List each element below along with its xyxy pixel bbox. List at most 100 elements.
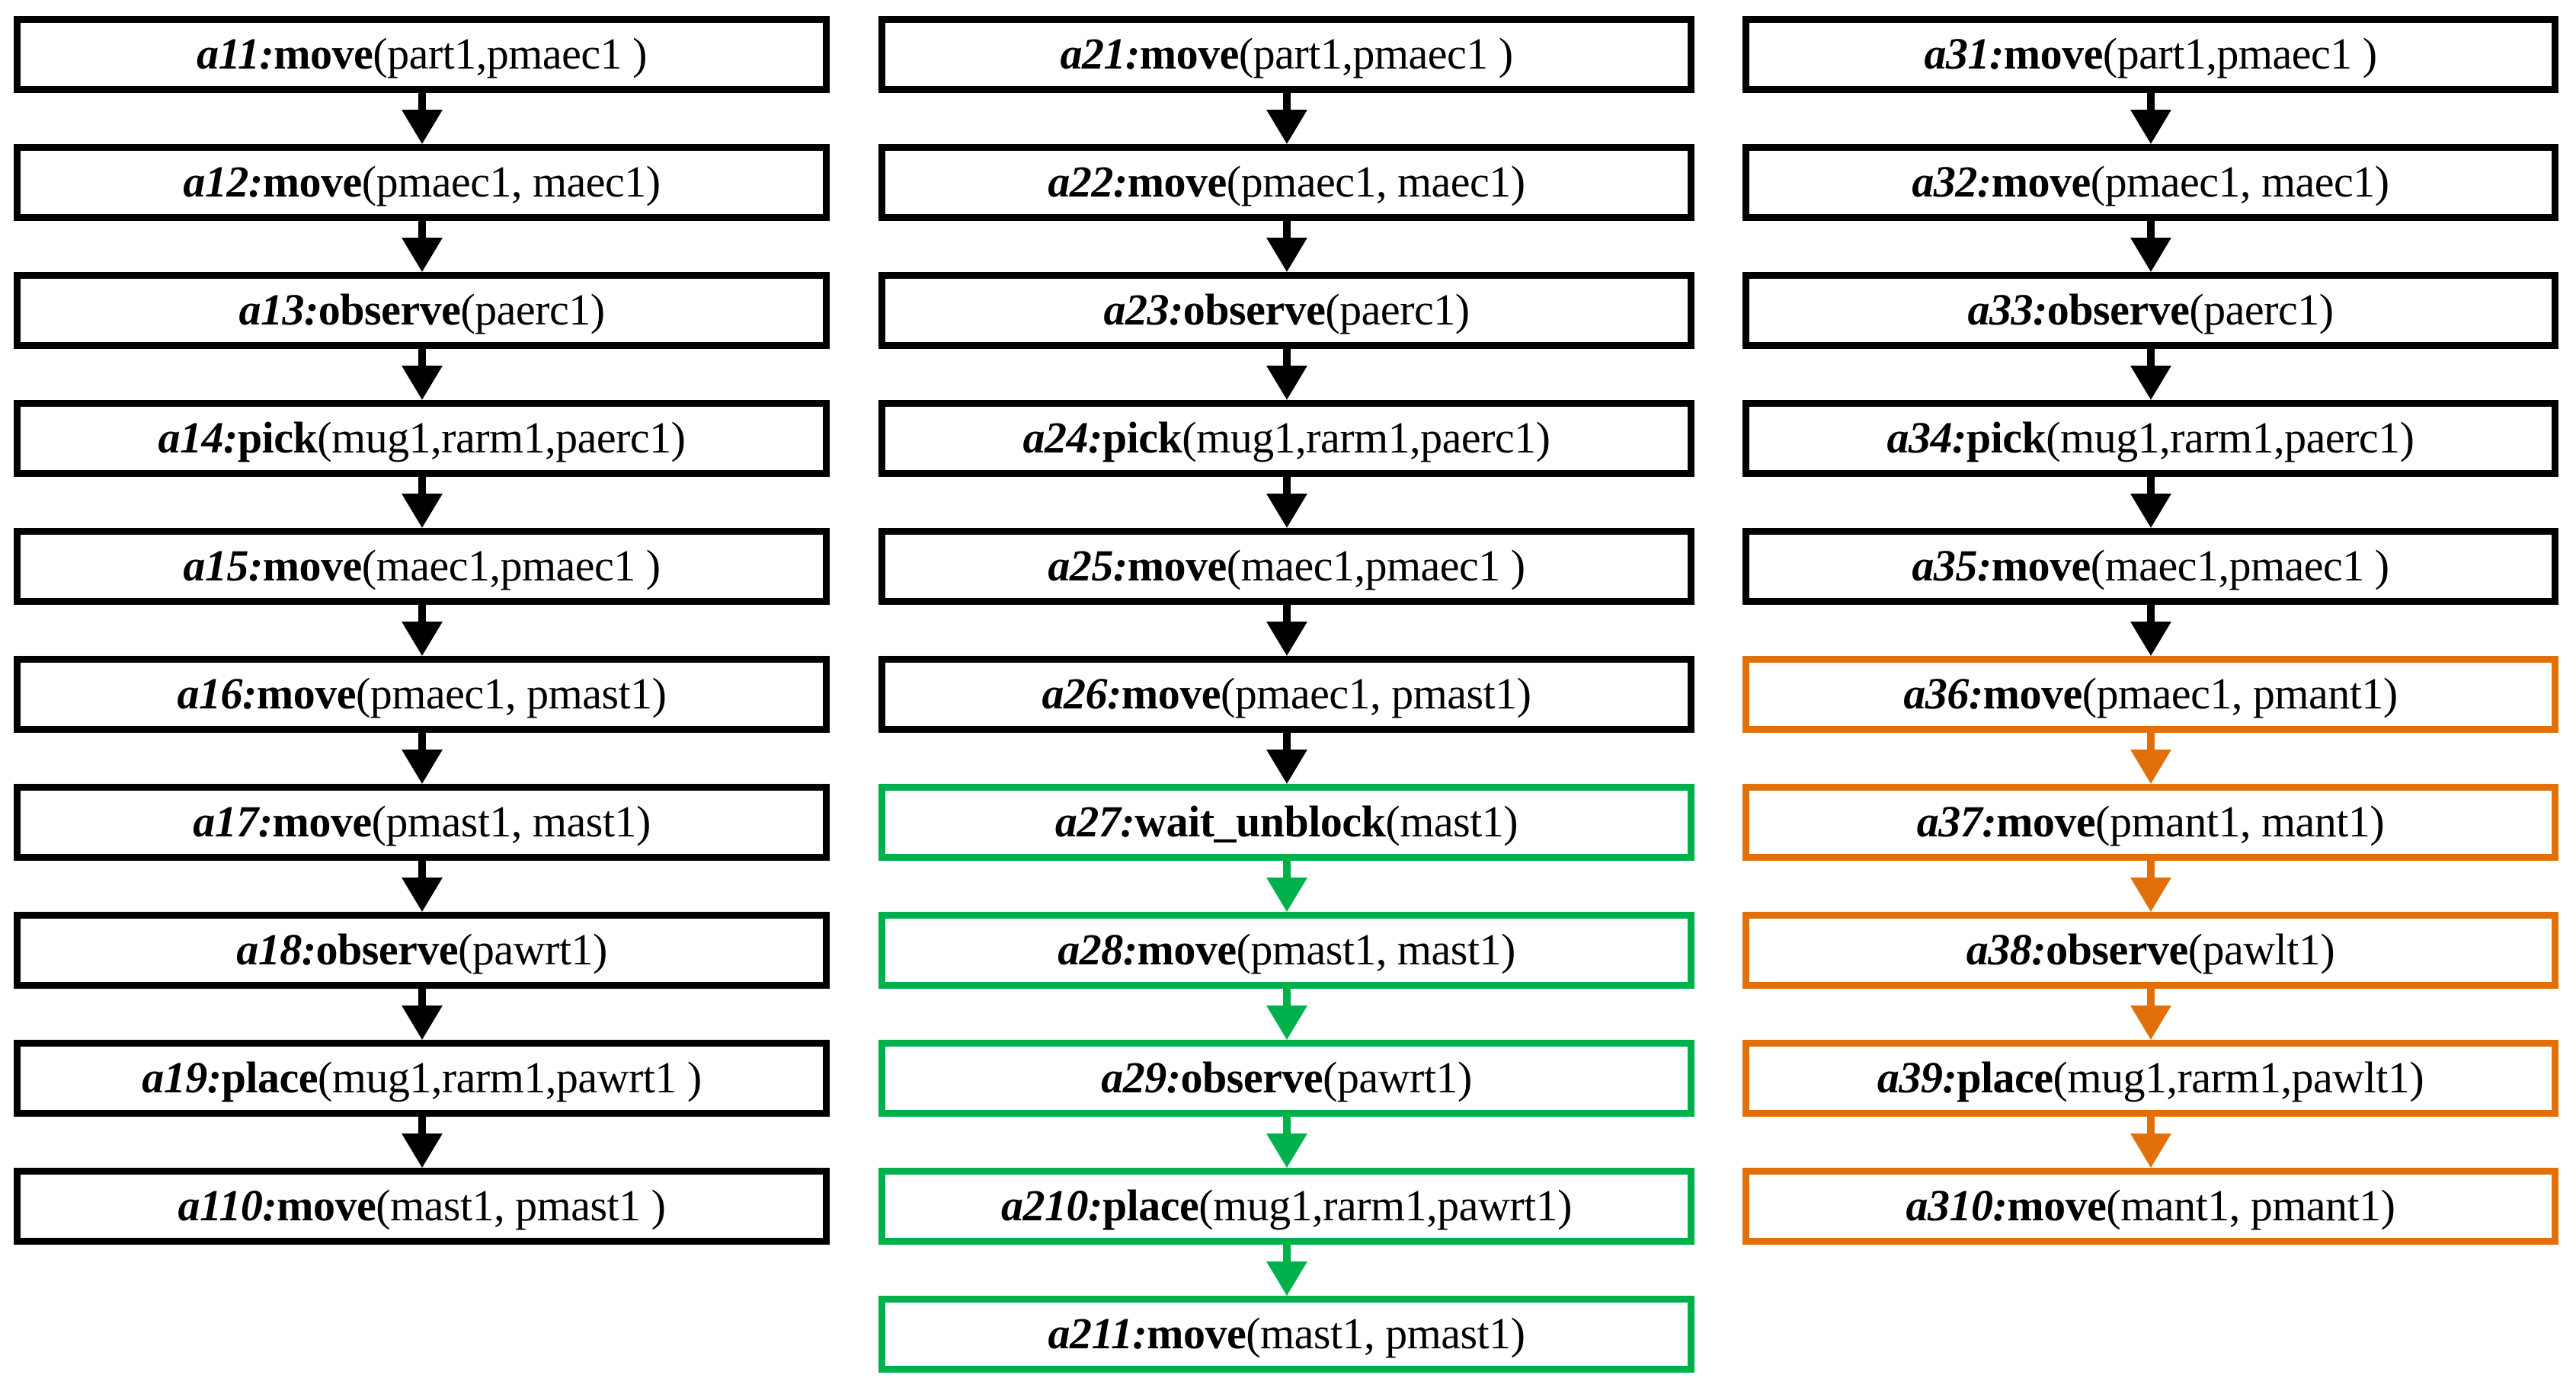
action-id: a16:: [177, 668, 258, 718]
action-node-label: a21:move(part1,pmaec1 ): [1060, 28, 1513, 78]
action-arguments: (pawlt1): [2187, 924, 2335, 974]
action-arguments: (mug1,rarm1,pawrt1 ): [317, 1052, 702, 1102]
action-arguments: (pawrt1): [458, 924, 607, 974]
action-node-a28[interactable]: a28:move(pmast1, mast1): [878, 912, 1694, 989]
action-node-a13[interactable]: a13:observe(paerc1): [14, 272, 830, 349]
action-node-a18[interactable]: a18:observe(pawrt1): [14, 912, 830, 989]
action-node-a310[interactable]: a310:move(mant1, pmant1): [1742, 1168, 2558, 1245]
action-node-a16[interactable]: a16:move(pmaec1, pmast1): [14, 656, 830, 733]
arrow-stem: [418, 93, 426, 113]
arrow-stem: [2146, 477, 2155, 497]
arrow-stem: [418, 605, 426, 625]
action-verb: move: [1996, 796, 2096, 846]
arrow-a32-to-a33: [2130, 221, 2171, 272]
arrow-head-icon: [1266, 238, 1307, 272]
action-node-a12[interactable]: a12:move(pmaec1, maec1): [14, 144, 830, 221]
action-node-a110[interactable]: a110:move(mast1, pmast1 ): [14, 1168, 830, 1245]
action-node-label: a39:place(mug1,rarm1,pawlt1): [1877, 1052, 2424, 1102]
action-node-a35[interactable]: a35:move(maec1,pmaec1 ): [1742, 528, 2558, 605]
action-id: a37:: [1916, 796, 1997, 846]
action-node-a36[interactable]: a36:move(pmaec1, pmant1): [1742, 656, 2558, 733]
action-node-a29[interactable]: a29:observe(pawrt1): [878, 1040, 1694, 1117]
action-arguments: (mug1,rarm1,paerc1): [317, 412, 686, 462]
action-arguments: (mug1,rarm1,paerc1): [2046, 412, 2414, 462]
action-chain-column-3: a31:move(part1,pmaec1 )a32:move(pmaec1, …: [1742, 0, 2558, 1394]
arrow-head-icon: [401, 238, 443, 272]
action-node-label: a31:move(part1,pmaec1 ): [1924, 28, 2377, 78]
action-node-label: a37:move(pmant1, mant1): [1916, 796, 2385, 846]
action-node-label: a32:move(pmaec1, maec1): [1912, 156, 2389, 206]
arrow-head-icon: [1266, 750, 1307, 784]
action-node-a19[interactable]: a19:place(mug1,rarm1,pawrt1 ): [14, 1040, 830, 1117]
arrow-head-icon: [401, 110, 443, 144]
arrow-stem: [2146, 605, 2155, 625]
action-node-a11[interactable]: a11:move(part1,pmaec1 ): [14, 16, 830, 93]
action-node-a211[interactable]: a211:move(mast1, pmast1): [878, 1296, 1694, 1373]
arrow-stem: [418, 861, 426, 881]
arrow-head-icon: [2130, 878, 2171, 912]
action-verb: wait_unblock: [1134, 796, 1386, 846]
arrow-a13-to-a14: [401, 349, 443, 400]
arrow-head-icon: [401, 1006, 443, 1040]
action-node-a24[interactable]: a24:pick(mug1,rarm1,paerc1): [878, 400, 1694, 477]
action-node-a26[interactable]: a26:move(pmaec1, pmast1): [878, 656, 1694, 733]
action-verb: observe: [1182, 284, 1326, 334]
action-node-a14[interactable]: a14:pick(mug1,rarm1,paerc1): [14, 400, 830, 477]
arrow-stem: [1282, 861, 1291, 881]
arrow-a28-to-a29: [1266, 989, 1307, 1040]
arrow-stem: [1282, 989, 1291, 1009]
action-node-a25[interactable]: a25:move(maec1,pmaec1 ): [878, 528, 1694, 605]
action-node-label: a11:move(part1,pmaec1 ): [197, 31, 647, 76]
action-node-a37[interactable]: a37:move(pmant1, mant1): [1742, 784, 2558, 861]
arrow-a31-to-a32: [2130, 93, 2171, 144]
action-node-a15[interactable]: a15:move(maec1,pmaec1 ): [14, 528, 830, 605]
arrow-stem: [418, 477, 426, 497]
action-node-a17[interactable]: a17:move(pmast1, mast1): [14, 784, 830, 861]
action-node-label: a310:move(mant1, pmant1): [1906, 1183, 2395, 1228]
action-node-a210[interactable]: a210:place(mug1,rarm1,pawrt1): [878, 1168, 1694, 1245]
action-node-a22[interactable]: a22:move(pmaec1, maec1): [878, 144, 1694, 221]
arrow-a33-to-a34: [2130, 349, 2171, 400]
action-node-a34[interactable]: a34:pick(mug1,rarm1,paerc1): [1742, 400, 2558, 477]
action-node-a33[interactable]: a33:observe(paerc1): [1742, 272, 2558, 349]
action-node-a23[interactable]: a23:observe(paerc1): [878, 272, 1694, 349]
action-node-a31[interactable]: a31:move(part1,pmaec1 ): [1742, 16, 2558, 93]
action-node-a21[interactable]: a21:move(part1,pmaec1 ): [878, 16, 1694, 93]
arrow-stem: [1282, 605, 1291, 625]
action-verb: observe: [318, 284, 461, 334]
action-verb: place: [1957, 1052, 2053, 1102]
arrow-a22-to-a23: [1266, 221, 1307, 272]
action-verb: pick: [1966, 412, 2046, 462]
action-node-label: a19:place(mug1,rarm1,pawrt1 ): [142, 1052, 702, 1102]
arrow-head-icon: [2130, 750, 2171, 784]
action-node-a39[interactable]: a39:place(mug1,rarm1,pawlt1): [1742, 1040, 2558, 1117]
action-arguments: (paerc1): [1325, 284, 1470, 334]
arrow-stem: [1282, 221, 1291, 241]
action-node-a32[interactable]: a32:move(pmaec1, maec1): [1742, 144, 2558, 221]
arrow-stem: [418, 1117, 426, 1137]
action-node-a38[interactable]: a38:observe(pawlt1): [1742, 912, 2558, 989]
arrow-a37-to-a38: [2130, 861, 2171, 912]
arrow-a14-to-a15: [401, 477, 443, 528]
action-id: a32:: [1912, 156, 1992, 206]
action-arguments: (mast1, pmast1): [1246, 1308, 1525, 1358]
action-arguments: (paerc1): [2189, 284, 2334, 334]
action-arguments: (part1,pmaec1 ): [2102, 28, 2377, 78]
action-id: a28:: [1058, 924, 1138, 974]
arrow-a17-to-a18: [401, 861, 443, 912]
arrow-head-icon: [2130, 494, 2171, 528]
action-id: a13:: [238, 284, 318, 334]
arrow-head-icon: [2130, 1133, 2171, 1168]
action-verb: place: [221, 1052, 318, 1102]
action-arguments: (maec1,pmaec1 ): [361, 540, 661, 590]
arrow-head-icon: [1266, 1261, 1307, 1296]
action-node-a27[interactable]: a27:wait_unblock(mast1): [878, 784, 1694, 861]
arrow-stem: [1282, 477, 1291, 497]
arrow-head-icon: [2130, 110, 2171, 144]
arrow-stem: [2146, 349, 2155, 369]
action-id: a31:: [1924, 28, 2004, 78]
action-arguments: (part1,pmaec1 ): [1238, 28, 1513, 78]
action-node-label: a28:move(pmast1, mast1): [1058, 924, 1515, 974]
action-id: a12:: [183, 156, 263, 206]
action-node-label: a23:observe(paerc1): [1103, 284, 1470, 334]
